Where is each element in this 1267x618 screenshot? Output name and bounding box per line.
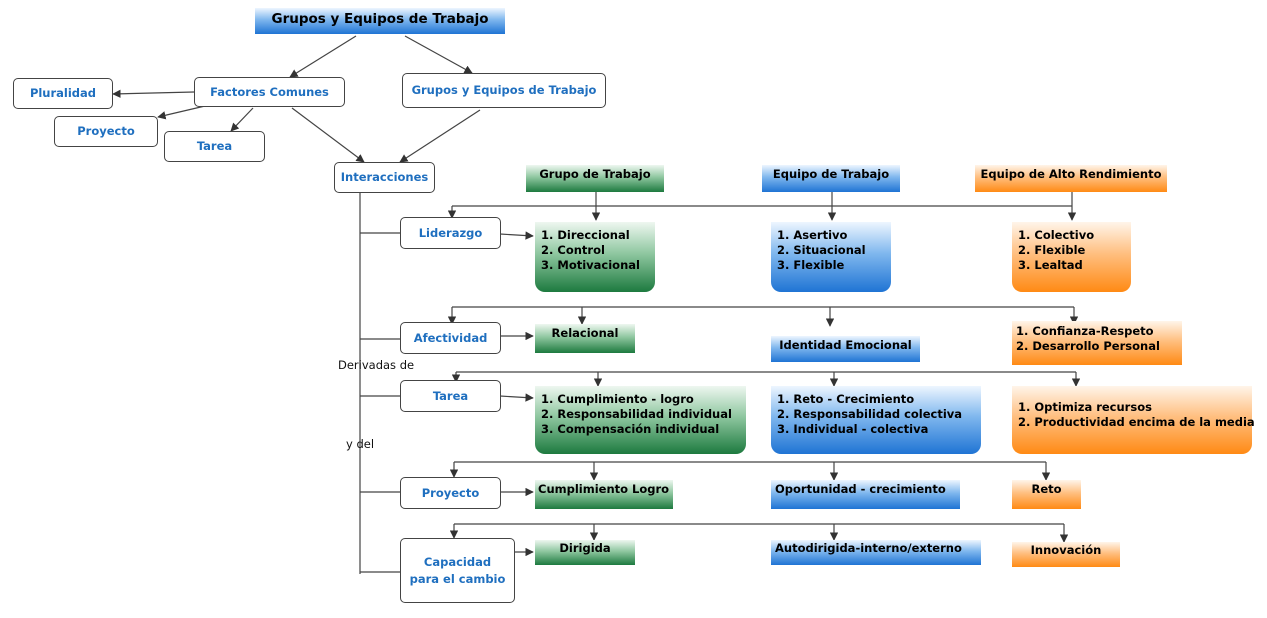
cell-liderazgo-alto: 1. Colectivo 2. Flexible 3. Lealtad — [1012, 222, 1131, 292]
list-item: 3. Flexible — [777, 258, 845, 272]
cell-capacidad-grupo: Dirigida — [535, 540, 635, 565]
list-item: 1. Reto - Crecimiento — [777, 392, 915, 406]
list-item: 1. Direccional — [541, 228, 630, 242]
cell-proyecto-equipo: Oportunidad - crecimiento — [771, 480, 960, 509]
main-title: Grupos y Equipos de Trabajo — [255, 8, 505, 34]
cell-proyecto-alto: Reto — [1012, 480, 1081, 509]
cell-afectividad-equipo: Identidad Emocional — [771, 336, 920, 362]
factores-comunes-node[interactable]: Factores Comunes — [194, 77, 345, 107]
column-header-equipo: Equipo de Trabajo — [762, 165, 900, 192]
list-item: 1. Optimiza recursos — [1018, 400, 1152, 414]
derivadas-label: Derivadas de — [338, 358, 415, 372]
list-item: 2. Responsabilidad individual — [541, 407, 732, 421]
dimension-liderazgo[interactable]: Liderazgo — [400, 217, 501, 249]
pluralidad-node[interactable]: Pluralidad — [13, 78, 113, 109]
cell-liderazgo-grupo: 1. Direccional 2. Control 3. Motivaciona… — [535, 222, 655, 292]
list-item: 2. Flexible — [1018, 243, 1086, 257]
cell-tarea-alto: 1. Optimiza recursos 2. Productividad en… — [1012, 386, 1255, 454]
capacidad-line-2: para el cambio — [409, 571, 506, 586]
list-item: 3. Motivacional — [541, 258, 640, 272]
list-item: 3. Lealtad — [1018, 258, 1083, 272]
dimension-afectividad[interactable]: Afectividad — [400, 322, 501, 354]
cell-afectividad-grupo: Relacional — [535, 324, 635, 353]
list-item: 2. Responsabilidad colectiva — [777, 407, 963, 421]
y-del-label: y del — [346, 437, 375, 451]
proyecto-node[interactable]: Proyecto — [54, 116, 158, 147]
interacciones-node[interactable]: Interacciones — [334, 162, 435, 193]
grupos-equipos-node[interactable]: Grupos y Equipos de Trabajo — [402, 73, 606, 108]
column-header-grupo: Grupo de Trabajo — [526, 165, 664, 192]
cell-afectividad-alto: 1. Confianza-Respeto 2. Desarrollo Perso… — [1012, 321, 1182, 365]
list-item: 1. Cumplimiento - logro — [541, 392, 694, 406]
list-item: 1. Asertivo — [777, 228, 848, 242]
capacidad-line-1: Capacidad — [423, 555, 492, 570]
list-item: 1. Colectivo — [1018, 228, 1095, 242]
cell-tarea-equipo: 1. Reto - Crecimiento 2. Responsabilidad… — [771, 386, 981, 454]
list-item: 1. Confianza-Respeto — [1016, 324, 1154, 338]
dimension-tarea[interactable]: Tarea — [400, 380, 501, 412]
list-item: 3. Compensación individual — [541, 422, 720, 436]
cell-tarea-grupo: 1. Cumplimiento - logro 2. Responsabilid… — [535, 386, 746, 454]
list-item: 2. Productividad encima de la media — [1018, 415, 1255, 429]
list-item: 2. Desarrollo Personal — [1016, 339, 1160, 353]
column-header-alto-rendimiento: Equipo de Alto Rendimiento — [975, 165, 1167, 192]
cell-liderazgo-equipo: 1. Asertivo 2. Situacional 3. Flexible — [771, 222, 891, 292]
cell-proyecto-grupo: Cumplimiento Logro — [535, 480, 673, 509]
dimension-proyecto[interactable]: Proyecto — [400, 477, 501, 509]
list-item: 2. Control — [541, 243, 605, 257]
dimension-capacidad[interactable]: Capacidad para el cambio — [400, 538, 515, 603]
list-item: 2. Situacional — [777, 243, 866, 257]
tarea-node[interactable]: Tarea — [164, 131, 265, 162]
list-item: 3. Individual - colectiva — [777, 422, 929, 436]
cell-capacidad-equipo: Autodirigida-interno/externo — [771, 540, 981, 565]
cell-capacidad-alto: Innovación — [1012, 542, 1120, 567]
